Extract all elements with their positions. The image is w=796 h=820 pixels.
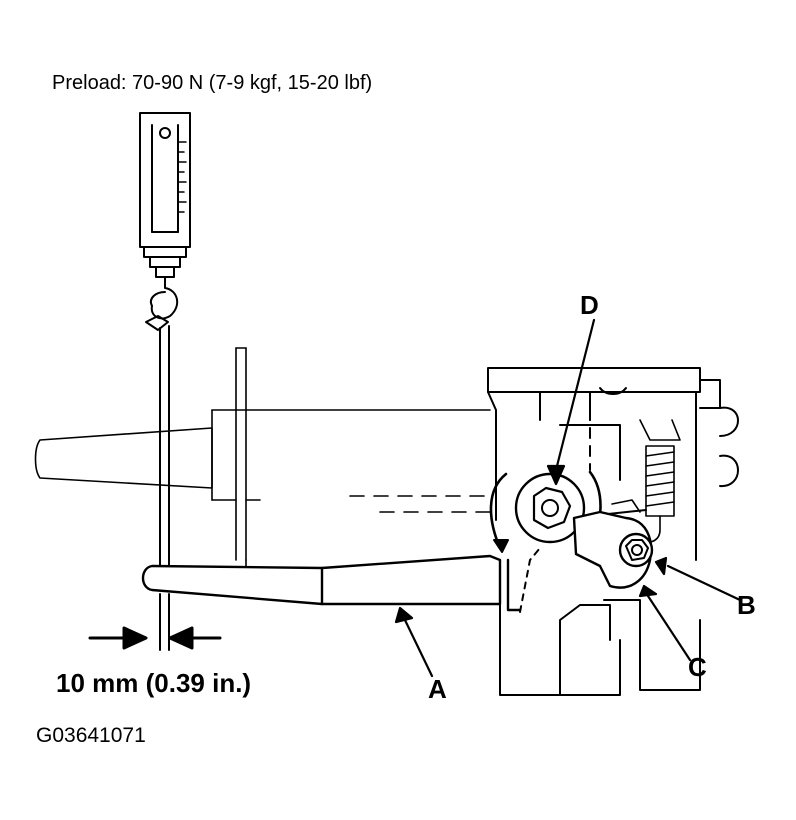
callout-d: D	[580, 290, 599, 320]
dimension-arrows	[88, 626, 222, 650]
leader-lines	[394, 318, 742, 678]
figure-code: G03641071	[36, 724, 146, 747]
callout-c: C	[688, 652, 707, 682]
return-spring	[639, 419, 681, 543]
spring-scale	[139, 112, 191, 320]
dimension-label: 10 mm (0.39 in.)	[56, 668, 252, 698]
mechanism-housing	[487, 367, 739, 696]
preload-spec: Preload: 70-90 N (7-9 kgf, 15-20 lbf)	[52, 72, 373, 94]
bolt-d	[489, 470, 602, 553]
lever-a	[141, 547, 541, 613]
cam-c	[572, 499, 653, 589]
callout-b: B	[737, 590, 756, 620]
callout-a: A	[428, 674, 447, 704]
bolt-b	[618, 532, 654, 568]
background-housing	[34, 347, 491, 576]
hook-rod	[145, 315, 170, 651]
